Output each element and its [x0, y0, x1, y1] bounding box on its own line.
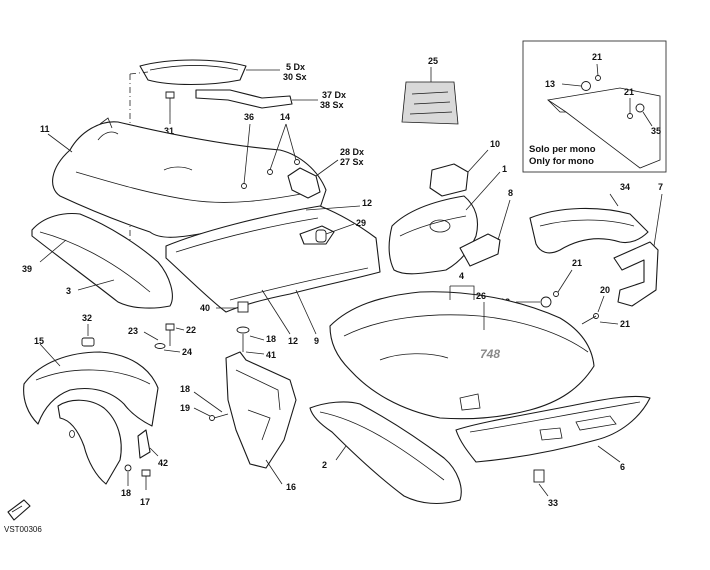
side-cover-1: 10 1 8	[388, 139, 513, 275]
label-5-dx: 5 Dx	[286, 62, 305, 72]
label-21-inset-a: 21	[592, 52, 602, 62]
label-13-inset: 13	[545, 79, 555, 89]
screws-14-36: 36 14	[241, 112, 300, 189]
label-19: 19	[180, 403, 190, 413]
label-40: 40	[200, 303, 210, 313]
lower-fairing-4: 748 4 26	[329, 271, 595, 420]
label-6: 6	[620, 462, 625, 472]
bracket-7: 7	[613, 182, 663, 307]
label-9: 9	[314, 336, 319, 346]
hardware-18-40-41: 40 18 41	[200, 301, 276, 360]
inset-note-english: Only for mono	[529, 156, 594, 167]
label-26: 26	[476, 291, 486, 301]
label-25: 25	[428, 56, 438, 66]
label-21-inset-b: 21	[624, 87, 634, 97]
label-12-bottom: 12	[288, 336, 298, 346]
label-34: 34	[620, 182, 630, 192]
label-18-center: 18	[266, 334, 276, 344]
label-15: 15	[34, 336, 44, 346]
label-21-right-a: 21	[572, 258, 582, 268]
side-fairing-2: 2	[309, 401, 462, 505]
label-39: 39	[22, 264, 32, 274]
label-10: 10	[490, 139, 500, 149]
inset-note-italian: Solo per mono	[529, 144, 596, 155]
label-3: 3	[66, 286, 71, 296]
label-7: 7	[658, 182, 663, 192]
label-18-left: 18	[180, 384, 190, 394]
inset-screw-21a	[595, 75, 601, 81]
hardware-17-18-bottom: 18 17	[121, 464, 151, 507]
support-bracket-16: 16	[225, 351, 297, 492]
fairing-logo-text: 748	[480, 347, 500, 361]
trim-strip-37-38: 37 Dx 38 Sx	[195, 89, 346, 110]
label-1: 1	[502, 164, 507, 174]
view-direction-icon	[7, 499, 31, 521]
seat-cover-5-30: 5 Dx 30 Sx	[139, 59, 307, 86]
label-42: 42	[158, 458, 168, 468]
label-22: 22	[186, 325, 196, 335]
clip-33: 33	[533, 469, 558, 508]
label-16: 16	[286, 482, 296, 492]
label-31: 31	[164, 126, 174, 136]
label-33: 33	[548, 498, 558, 508]
inset-frame	[522, 40, 667, 173]
label-41: 41	[266, 350, 276, 360]
label-20: 20	[600, 285, 610, 295]
label-11: 11	[40, 124, 50, 134]
label-18-bottom: 18	[121, 488, 131, 498]
side-panel-3: 39 3	[22, 212, 173, 309]
label-38-sx: 38 Sx	[320, 100, 344, 110]
inset-screw-21b	[627, 113, 633, 119]
label-12-top: 12	[362, 198, 372, 208]
grommet-32: 32	[81, 313, 95, 347]
label-28-dx: 28 Dx	[340, 147, 364, 157]
belly-pan-6: 6	[455, 395, 651, 472]
label-17: 17	[140, 497, 150, 507]
label-36: 36	[244, 112, 254, 122]
label-24: 24	[182, 347, 192, 357]
label-8: 8	[508, 188, 513, 198]
drawing-code: VST00306	[4, 525, 42, 534]
bracket-27-28: 28 Dx 27 Sx	[287, 147, 364, 199]
inset-nut-35	[635, 103, 645, 113]
label-37-dx: 37 Dx	[322, 90, 346, 100]
rubber-pad-29: 29	[315, 218, 366, 243]
clip-42: 42	[137, 429, 168, 468]
label-29: 29	[356, 218, 366, 228]
label-14: 14	[280, 112, 290, 122]
mono-seat-inset: 21 13 21 35 Solo per mono Only for mono	[522, 40, 667, 173]
screw-31: 31	[164, 91, 175, 136]
seat-bracket-34: 34	[529, 182, 649, 254]
label-32: 32	[82, 313, 92, 323]
sticker-25: 25	[401, 56, 459, 125]
hardware-18-19-left: 18 19	[180, 384, 229, 421]
front-mudguard-15: 15	[23, 336, 159, 485]
label-4: 4	[459, 271, 464, 281]
label-27-sx: 27 Sx	[340, 157, 364, 167]
label-21-right-b: 21	[620, 319, 630, 329]
label-2: 2	[322, 460, 327, 470]
inset-grommet-13	[581, 81, 591, 91]
hardware-22-23-24: 22 23 24	[128, 323, 196, 357]
label-23: 23	[128, 326, 138, 336]
label-30-sx: 30 Sx	[283, 72, 307, 82]
label-35: 35	[651, 126, 661, 136]
